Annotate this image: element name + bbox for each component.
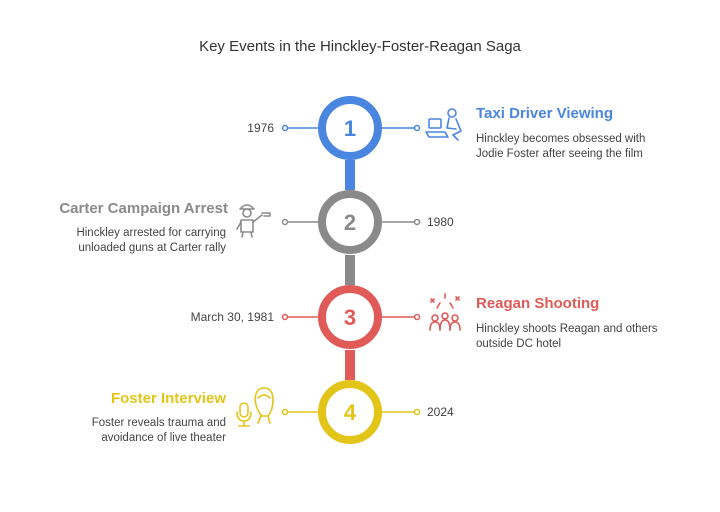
event-desc-3-line1: Hinckley shoots Reagan and others bbox=[476, 323, 658, 335]
node-number-1: 1 bbox=[344, 116, 356, 141]
event-title-1: Taxi Driver Viewing bbox=[476, 105, 613, 122]
event-desc-4: Foster reveals trauma and avoidance of l… bbox=[92, 416, 226, 446]
event-date-3: March 30, 1981 bbox=[190, 310, 274, 324]
event-desc-1: Hinckley becomes obsessed with Jodie Fos… bbox=[476, 132, 645, 162]
person-reclining-icon bbox=[425, 108, 462, 141]
connector-1-2 bbox=[345, 160, 355, 190]
person-with-gun-icon bbox=[236, 204, 271, 238]
event-title-3: Reagan Shooting bbox=[476, 295, 600, 312]
event-desc-1-line1: Hinckley becomes obsessed with bbox=[476, 133, 646, 145]
event-date-1: 1976 bbox=[247, 121, 274, 135]
node-number-3: 3 bbox=[344, 305, 356, 330]
event-desc-2-line2: unloaded guns at Carter rally bbox=[78, 242, 226, 254]
crowd-shots-icon bbox=[429, 293, 461, 331]
event-desc-2: Hinckley arrested for carrying unloaded … bbox=[76, 226, 226, 256]
node-4: 4 bbox=[281, 380, 421, 444]
microphone-woman-icon bbox=[236, 387, 274, 427]
event-date-4: 2024 bbox=[427, 405, 454, 419]
event-title-4: Foster Interview bbox=[110, 390, 226, 407]
node-1: 1 bbox=[281, 96, 421, 160]
node-number-2: 2 bbox=[344, 210, 356, 235]
event-desc-3: Hinckley shoots Reagan and others outsid… bbox=[476, 322, 658, 352]
event-desc-2-line1: Hinckley arrested for carrying bbox=[76, 227, 226, 239]
event-desc-4-line2: avoidance of live theater bbox=[101, 432, 226, 444]
diagram-title: Key Events in the Hinckley-Foster-Reagan… bbox=[199, 38, 521, 55]
node-3: 3 bbox=[281, 285, 421, 349]
event-desc-1-line2: Jodie Foster after seeing the film bbox=[476, 148, 643, 160]
event-title-2: Carter Campaign Arrest bbox=[59, 200, 228, 217]
event-date-2: 1980 bbox=[427, 215, 454, 229]
connector-2-3 bbox=[345, 255, 355, 285]
event-desc-3-line2: outside DC hotel bbox=[476, 338, 562, 350]
node-2: 2 bbox=[281, 190, 421, 254]
connector-3-4 bbox=[345, 350, 355, 380]
event-desc-4-line1: Foster reveals trauma and bbox=[91, 417, 226, 429]
node-number-4: 4 bbox=[344, 400, 357, 425]
